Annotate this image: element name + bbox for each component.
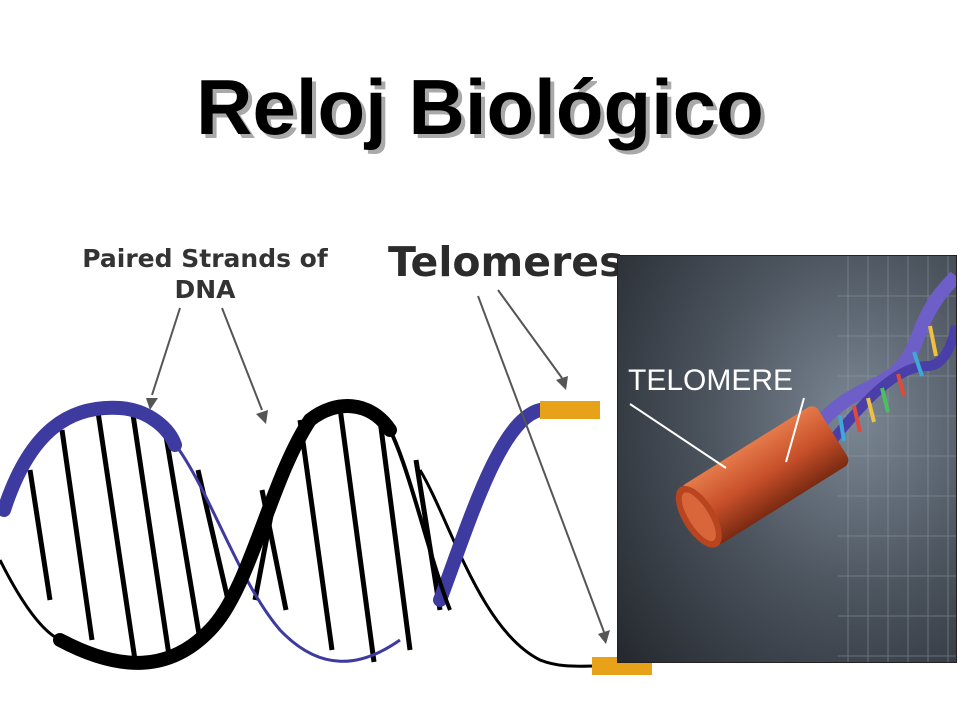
slide-title: Reloj Biológico	[196, 63, 764, 151]
telomere-pointer-line	[629, 403, 727, 469]
black-strand-front	[53, 399, 397, 670]
telomere-pointer-line-2	[785, 397, 805, 463]
base-pair-rungs	[27, 407, 443, 663]
helix-group	[0, 399, 597, 670]
telomere-photo-label: TELOMERE	[628, 364, 794, 397]
telomeres-label: Telomeres	[388, 238, 624, 286]
black-strand-back	[418, 469, 597, 668]
telomere-illustration-graphic	[618, 256, 956, 662]
telomeres-pointers	[477, 289, 610, 644]
strands-pointers	[146, 307, 268, 424]
black-strand-back-left	[0, 559, 61, 642]
black-strand-mid	[388, 429, 452, 611]
dna-helix-3d	[812, 271, 956, 450]
blue-strand-front	[0, 400, 182, 517]
telomere-cap-top	[540, 401, 600, 419]
blue-strand-front-right	[433, 403, 547, 607]
telomere-tube	[675, 406, 849, 548]
paired-strands-label: Paired Strands of DNA	[82, 244, 328, 304]
telomere-illustration: TELOMERE	[617, 255, 957, 663]
